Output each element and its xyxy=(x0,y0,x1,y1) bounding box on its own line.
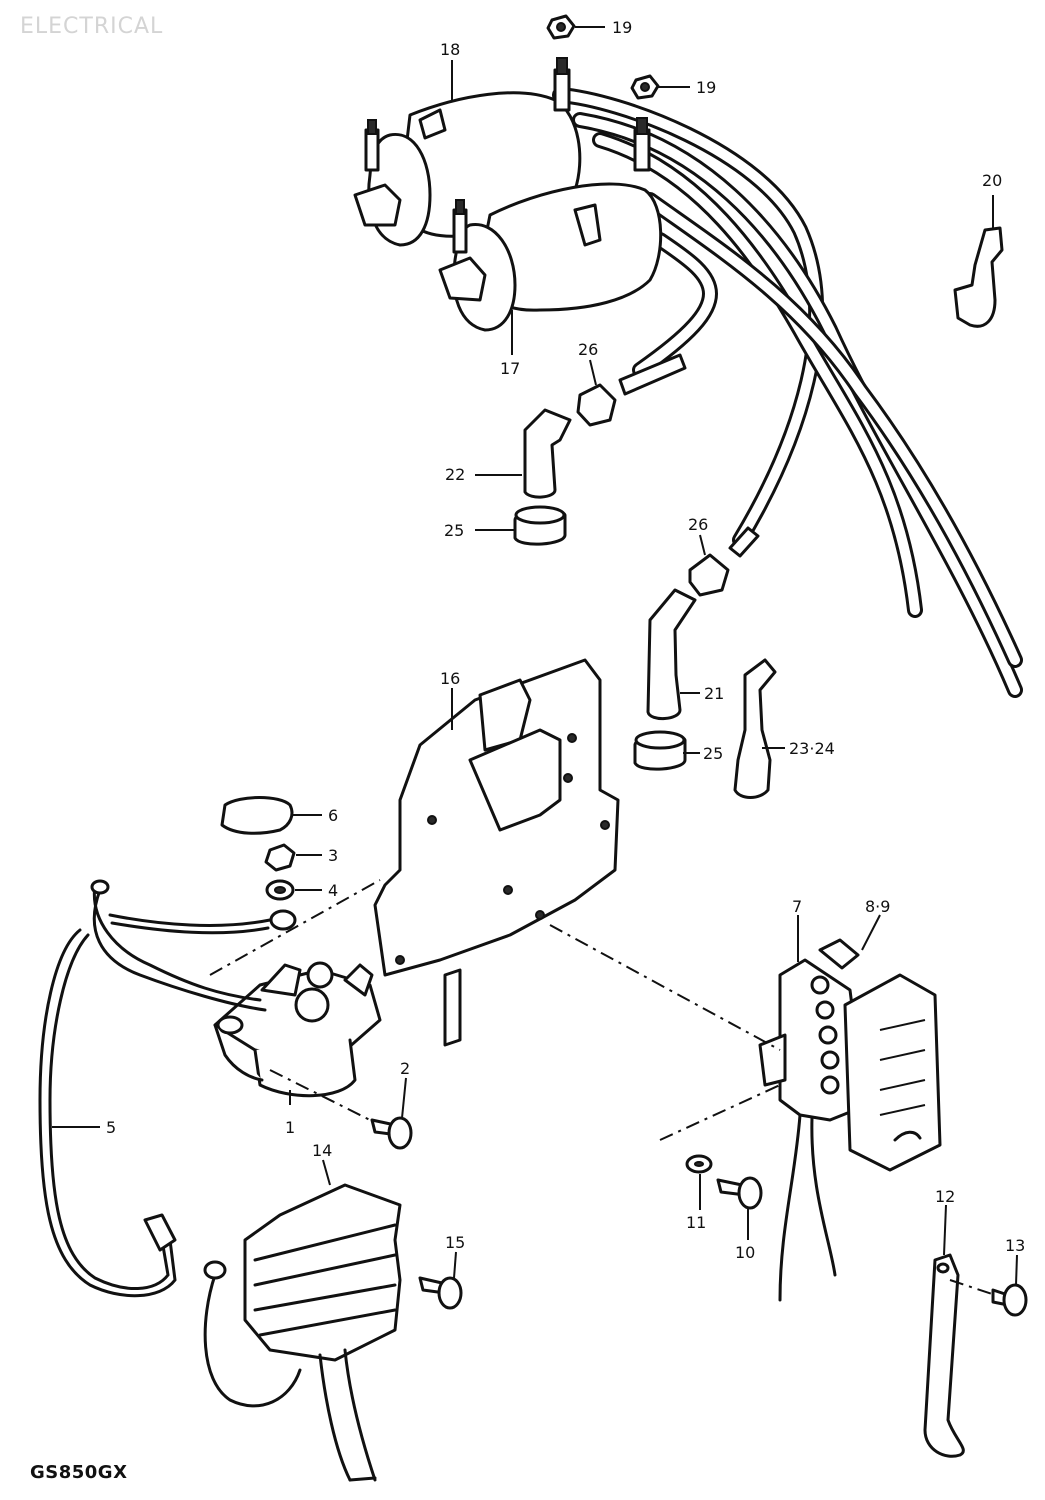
assembly-lines xyxy=(209,879,996,1296)
screw-13[interactable] xyxy=(991,1283,1028,1317)
cap-seal-25-upper[interactable] xyxy=(513,505,567,546)
callout-14: 14 xyxy=(312,1141,332,1160)
washer-4[interactable] xyxy=(265,879,295,901)
callout-12: 12 xyxy=(935,1187,955,1206)
battery-lead-5[interactable] xyxy=(38,879,297,1298)
spark-plug-cap-21[interactable] xyxy=(646,588,697,720)
clamp-12[interactable] xyxy=(923,1253,965,1458)
callout-labels: 18 19 19 20 17 26 22 25 26 21 25 23·24 1… xyxy=(106,18,1025,1262)
spark-plug-cap-23-24[interactable] xyxy=(733,658,777,799)
plug-cap-connector-26-lower[interactable] xyxy=(688,526,760,597)
screw-15[interactable] xyxy=(418,1276,463,1310)
screw-10[interactable] xyxy=(716,1176,763,1210)
wire-clip-20[interactable] xyxy=(953,226,1004,328)
callout-17: 17 xyxy=(500,359,520,378)
fuse-box-7[interactable] xyxy=(758,938,862,1302)
leader-lines xyxy=(52,26,1018,1286)
plug-cap-connector-26-upper[interactable] xyxy=(576,353,687,427)
callout-11: 11 xyxy=(686,1213,706,1232)
screw-2[interactable] xyxy=(370,1116,413,1150)
starter-relay-1[interactable] xyxy=(213,961,382,1098)
callout-25-upper: 25 xyxy=(444,521,464,540)
callout-3: 3 xyxy=(328,846,338,865)
washer-11[interactable] xyxy=(685,1154,713,1174)
callout-13: 13 xyxy=(1005,1236,1025,1255)
callout-5: 5 xyxy=(106,1118,116,1137)
callout-16: 16 xyxy=(440,669,460,688)
page-title: ELECTRICAL xyxy=(20,14,164,39)
callout-25-lower: 25 xyxy=(703,744,723,763)
callout-19-lower: 19 xyxy=(696,78,716,97)
callout-2: 2 xyxy=(400,1059,410,1078)
callout-20: 20 xyxy=(982,171,1002,190)
terminal-cover-6[interactable] xyxy=(220,796,294,835)
regulator-rectifier-14[interactable] xyxy=(203,1183,402,1482)
ignition-coil-17[interactable] xyxy=(438,57,663,332)
callout-23-24: 23·24 xyxy=(789,739,835,758)
callout-26-lower: 26 xyxy=(688,515,708,534)
cap-seal-25-lower[interactable] xyxy=(633,730,687,771)
mounting-plate-16[interactable] xyxy=(373,658,620,1047)
high-tension-wires xyxy=(552,87,1023,698)
callout-1: 1 xyxy=(285,1118,295,1137)
callout-7: 7 xyxy=(792,897,802,916)
nut-19-lower[interactable] xyxy=(630,74,660,100)
fuse-box-cover-8-9[interactable] xyxy=(843,973,942,1172)
callout-26-upper: 26 xyxy=(578,340,598,359)
spark-plug-cap-22[interactable] xyxy=(523,408,572,499)
callout-8-9: 8·9 xyxy=(865,897,890,916)
callout-6: 6 xyxy=(328,806,338,825)
model-code: GS850GX xyxy=(30,1462,128,1483)
callout-15: 15 xyxy=(445,1233,465,1252)
nut-3[interactable] xyxy=(264,843,296,872)
callout-10: 10 xyxy=(735,1243,755,1262)
callout-21: 21 xyxy=(704,684,724,703)
nut-19-upper[interactable] xyxy=(546,14,576,40)
callout-19-upper: 19 xyxy=(612,18,632,37)
callout-4: 4 xyxy=(328,881,338,900)
callout-22: 22 xyxy=(445,465,465,484)
callout-18: 18 xyxy=(440,40,460,59)
